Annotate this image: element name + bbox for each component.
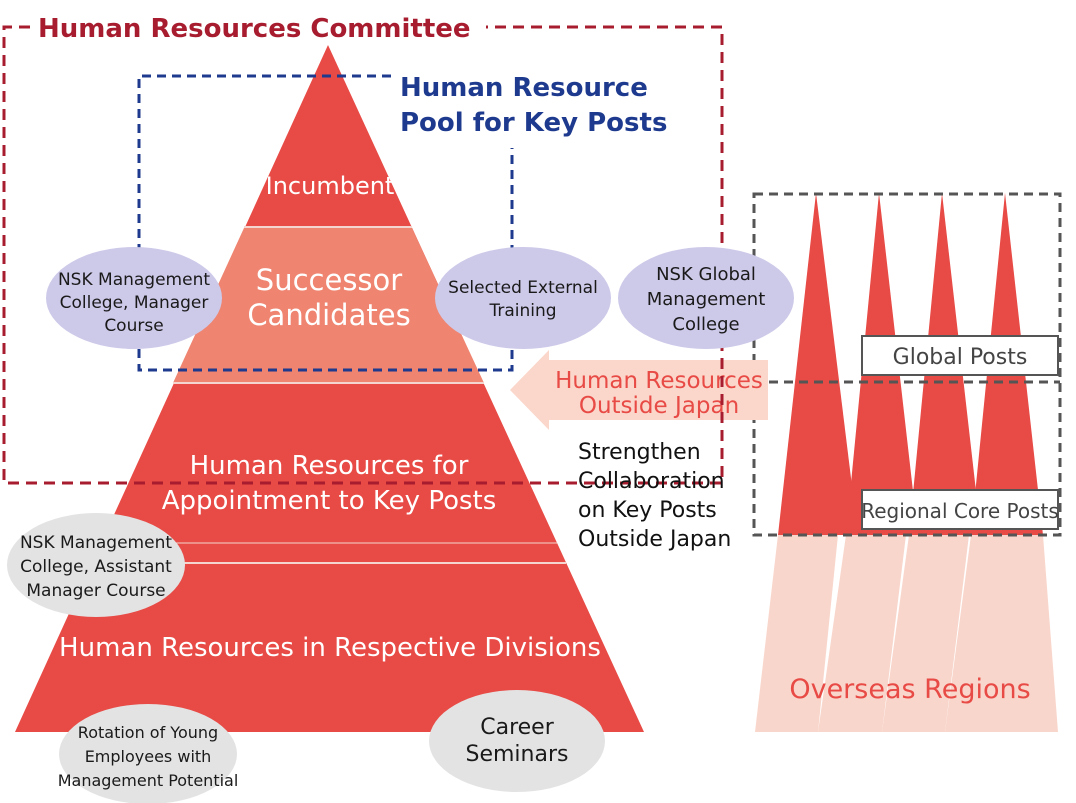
rotation-line1: Rotation of Young [78,723,218,742]
appointment-label-line2: Appointment to Key Posts [162,486,497,516]
strengthen-line1: Strengthen [578,440,701,465]
overseas-region-column-4 [945,535,1058,732]
strengthen-collaboration-text: Strengthen Collaboration on Key Posts Ou… [578,440,731,552]
committee-title: Human Resources Committee [38,14,471,44]
rotation-line2: Employees with [85,747,212,766]
external-training-line2: Training [488,301,556,321]
career-seminars-oval [429,690,605,792]
regional-core-posts-label: Regional Core Posts [861,499,1059,523]
overseas-region-column-1 [755,535,838,732]
oval-career-seminars: Career Seminars [429,690,605,792]
key-posts-dashed-box [752,192,1062,537]
assistant-course-oval [7,513,185,617]
strengthen-line3: on Key Posts [578,498,717,523]
arrow-shape [510,350,768,430]
human-resource-pool-frame: Human Resource Pool for Key Posts [137,73,667,372]
human-resources-committee-frame: Human Resources Committee [2,14,724,485]
global-college-line2: Management [647,289,766,310]
overseas-region-column-2 [818,535,906,732]
career-seminars-line1: Career [480,715,554,740]
overseas-peak-1 [778,193,858,535]
oval-global-college: NSK Global Management College [618,247,794,349]
manager-course-oval [46,247,222,349]
successor-band [173,228,484,383]
overseas-regions-label: Overseas Regions [789,674,1030,705]
overseas-region-column-3 [882,535,969,732]
assistant-course-line2: College, Assistant [20,557,172,577]
rotation-line3: Management Potential [58,771,239,790]
external-training-line1: Selected External [448,278,598,298]
arrow-label-line2: Outside Japan [579,393,739,419]
assistant-course-line3: Manager Course [26,581,165,601]
regional-core-posts-box [861,489,1059,530]
assistant-course-line1: NSK Management [20,533,172,553]
oval-manager-course: NSK Management College, Manager Course [46,247,222,349]
oval-assistant-course: NSK Management College, Assistant Manage… [7,513,185,617]
strengthen-line2: Collaboration [578,469,725,494]
successor-label-line1: Successor [256,263,402,297]
global-college-oval [618,247,794,349]
committee-dashed-border [2,25,724,485]
outside-japan-arrow: Human Resources Outside Japan [510,350,768,430]
oval-rotation: Rotation of Young Employees with Managem… [58,704,239,803]
pool-title-line2: Pool for Key Posts [400,108,667,138]
global-college-line3: College [672,314,739,335]
appointment-label-line1: Human Resources for [190,451,469,481]
manager-course-line3: Course [104,316,163,336]
arrow-label-line1: Human Resources [555,368,763,394]
external-training-oval [435,247,611,349]
career-seminars-line2: Seminars [466,742,569,767]
pool-title-line1: Human Resource [400,73,648,103]
successor-label-line2: Candidates [247,298,410,332]
manager-course-line2: College, Manager [60,293,209,313]
divisions-label: Human Resources in Respective Divisions [59,633,601,663]
strengthen-line4: Outside Japan [578,527,731,552]
oval-external-training: Selected External Training [435,247,611,349]
global-posts-box [861,335,1059,376]
global-college-line1: NSK Global [656,264,756,285]
global-posts-label: Global Posts [893,345,1028,370]
rotation-oval [59,704,237,803]
overseas-regions: Global Posts Regional Core Posts Oversea… [752,192,1062,732]
incumbent-label: Incumbent [266,172,395,200]
manager-course-line1: NSK Management [58,270,210,290]
